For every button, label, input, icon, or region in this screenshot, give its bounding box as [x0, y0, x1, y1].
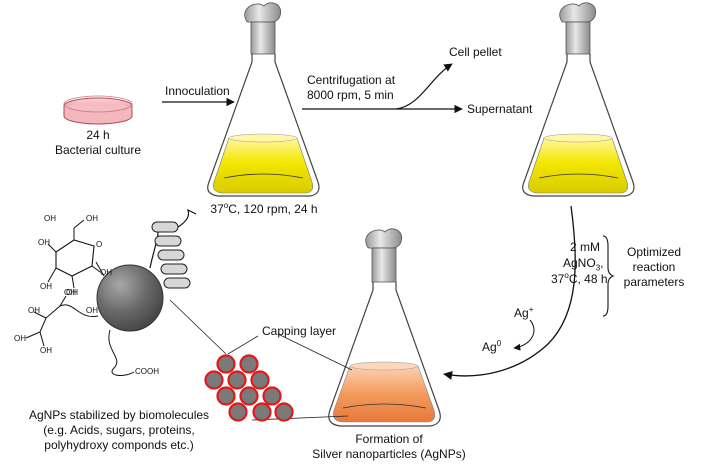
capped-nanoparticle-icon [25, 208, 197, 376]
flask-orange-icon [328, 228, 441, 427]
oh-label-2: OH [86, 214, 98, 223]
oh-label-1: OH [44, 214, 56, 223]
cooh-label: COOH [135, 367, 159, 376]
optimized-line1: Optimized [626, 245, 682, 259]
agno3-label: AgNO3, [563, 256, 604, 273]
cell-pellet-label: Cell pellet [449, 45, 502, 59]
oh-label-10: OH [14, 334, 26, 343]
formation-line1: Formation of [355, 432, 423, 446]
agno3-conc-label: 2 mM [570, 240, 600, 254]
culture-name-label: Bacterial culture [54, 143, 142, 157]
oh-label-6: OH [66, 288, 78, 297]
reaction-temp-label: 37oC, 48 h [551, 271, 608, 287]
stabilized-line1: AgNPs stabilized by biomolecules [28, 408, 210, 422]
ag-zero-label: Ag0 [482, 339, 502, 355]
stabilized-line2: (e.g. Acids, sugars, proteins, [43, 423, 195, 437]
flask-yellow-1-icon [207, 2, 320, 197]
cell-pellet-arrow [395, 63, 453, 110]
ag-ion-label: Ag+ [514, 305, 534, 321]
incubation-conditions-label: 37oC, 120 rpm, 24 h [210, 201, 318, 217]
ring-oxygen-label: O [96, 240, 103, 249]
oh-label-4: OH [100, 268, 112, 277]
reduction-arrow [513, 319, 535, 351]
flask-yellow-2-icon [522, 2, 635, 197]
optimized-line2: reaction [632, 260, 676, 274]
optimized-line3: parameters [623, 275, 685, 289]
oh-label-5: OH [40, 282, 52, 291]
centrifugation-line2: 8000 rpm, 5 min [307, 88, 394, 102]
oh-label-11: OH [40, 346, 52, 355]
oh-label-3: OH [38, 238, 50, 247]
culture-time-label: 24 h [86, 128, 110, 142]
oh-label-9: OH [28, 306, 40, 315]
formation-line2: Silver nanoparticles (AgNPs) [312, 447, 466, 461]
stabilized-line3: polyhydroxy componds etc.) [44, 438, 194, 452]
petri-dish-icon [63, 95, 133, 125]
reaction-arrow [443, 205, 576, 380]
innoculation-label: Innoculation [165, 84, 230, 98]
centrifugation-line1: Centrifugation at [307, 73, 396, 87]
nanoparticle-cluster-icon [204, 354, 294, 422]
oh-label-7: OH [86, 306, 98, 315]
oh-label-8: OH [64, 288, 76, 297]
supernatant-label: Supernatant [467, 102, 533, 116]
parameters-brace [602, 235, 615, 317]
capping-layer-label: Capping layer [262, 324, 337, 338]
